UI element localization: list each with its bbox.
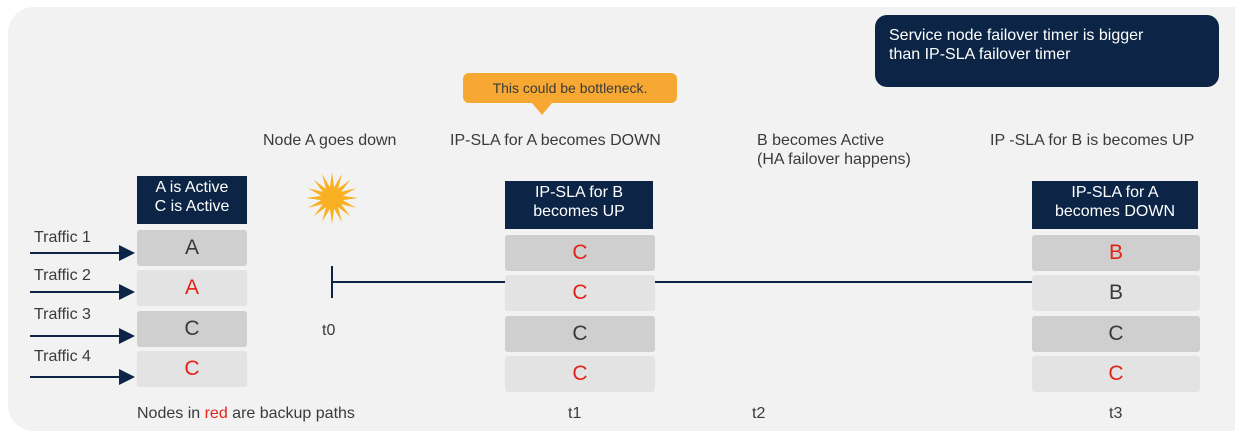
backup-legend-suffix: are backup paths: [227, 405, 355, 422]
traffic-arrows: [30, 245, 135, 385]
time-label-t3: t3: [1109, 405, 1123, 422]
bottleneck-callout: This could be bottleneck.: [463, 73, 677, 103]
t3-state-header-line1: IP-SLA for A: [1071, 184, 1159, 201]
failover-timer-note: Service node failover timer is bigger th…: [875, 15, 1219, 87]
event-node-a-down: Node A goes down: [263, 132, 397, 149]
initial-state-header: A is Active C is Active: [137, 176, 247, 224]
event-ipsla-a-down: IP-SLA for A becomes DOWN: [450, 132, 661, 149]
time-label-t2: t2: [752, 405, 766, 422]
t1-state-header: IP-SLA for B becomes UP: [505, 181, 653, 229]
node-cell: C: [505, 356, 655, 392]
traffic-label: Traffic 4: [34, 348, 91, 365]
bottleneck-callout-text: This could be bottleneck.: [492, 80, 648, 96]
node-cell: C: [505, 316, 655, 352]
traffic-label: Traffic 2: [34, 267, 91, 284]
event-ipsla-b-up: IP -SLA for B is becomes UP: [990, 132, 1195, 149]
node-cell: C: [1032, 356, 1200, 392]
t1-state-header-line2: becomes UP: [533, 203, 625, 220]
failover-timer-note-line2: than IP-SLA failover timer: [889, 46, 1071, 63]
node-cell: C: [505, 275, 655, 311]
node-cell: A: [137, 230, 247, 266]
node-cell: C: [137, 351, 247, 387]
t3-state-header-line2: becomes DOWN: [1054, 203, 1176, 220]
backup-legend-prefix: Nodes in: [137, 405, 205, 422]
node-cell: B: [1032, 275, 1200, 311]
t3-state-header: IP-SLA for A becomes DOWN: [1032, 181, 1198, 229]
backup-legend: Nodes in red are backup paths: [137, 404, 355, 423]
t1-state-header-line1: IP-SLA for B: [534, 184, 624, 201]
time-label-t1: t1: [568, 405, 582, 422]
timeline: [331, 266, 1032, 298]
node-cell: B: [1032, 235, 1200, 271]
initial-state-header-line2: C is Active: [154, 198, 230, 215]
backup-legend-highlight: red: [204, 405, 228, 422]
time-label-t0: t0: [322, 322, 336, 339]
bottleneck-callout-pointer: [532, 103, 552, 115]
traffic-label: Traffic 1: [34, 229, 91, 246]
failover-timer-note-line1: Service node failover timer is bigger: [889, 27, 1144, 44]
node-cell: C: [1032, 316, 1200, 352]
event-b-active-line1: B becomes Active: [757, 132, 885, 149]
event-b-active: B becomes Active (HA failover happens): [757, 131, 911, 169]
node-cell: C: [505, 235, 655, 271]
node-cell: C: [137, 311, 247, 347]
node-cell: A: [137, 270, 247, 306]
starburst-icon: [306, 172, 358, 224]
traffic-label: Traffic 3: [34, 306, 91, 323]
initial-state-header-line1: A is Active: [155, 179, 229, 196]
event-b-active-line2: (HA failover happens): [757, 151, 911, 168]
